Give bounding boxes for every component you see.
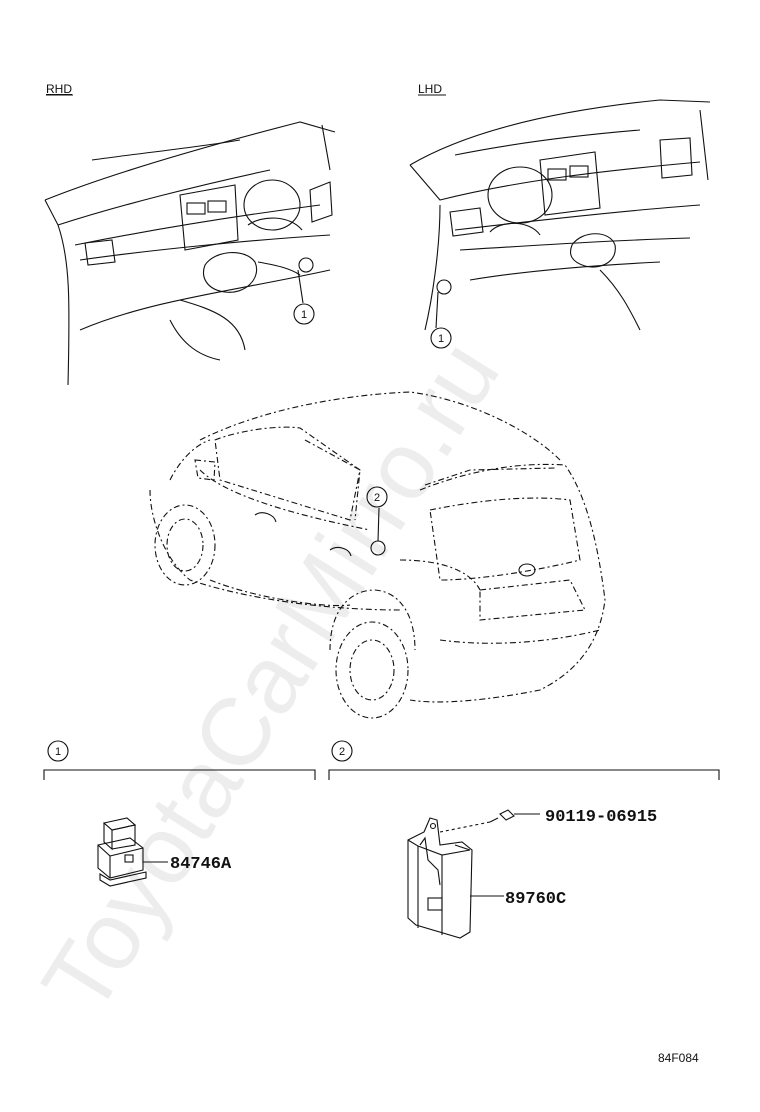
rhd-label: RHD (46, 82, 72, 96)
rhd-callout-1 (293, 303, 315, 325)
section-2-callout (331, 740, 353, 762)
watermark-text: ToyotaCarMirro.ru (22, 323, 520, 1031)
lhd-callout-1 (430, 327, 452, 349)
part-number-84746a: 84746A (170, 855, 232, 874)
lhd-label: LHD (418, 82, 442, 96)
rhd-callout-1-num: 1 (301, 309, 307, 321)
section-2-header: 2 (328, 740, 720, 780)
section-1-callout (47, 740, 69, 762)
section-2-callout-num: 2 (339, 746, 345, 758)
section-1-callout-num: 1 (55, 746, 61, 758)
figure-code: 84F084 (658, 1051, 699, 1065)
part-number-90119-06915: 90119-06915 (545, 808, 657, 827)
section-1-header: 1 (43, 740, 316, 780)
vehicle-callout-2 (366, 486, 388, 508)
vehicle-illustration: 2 (149, 391, 606, 719)
rhd-connector-mark (298, 257, 314, 273)
vehicle-callout-2-num: 2 (374, 492, 380, 504)
lhd-dashboard-illustration: 1 (409, 99, 711, 349)
lhd-callout-1-num: 1 (438, 333, 444, 345)
receiver-module-illustration (407, 817, 504, 939)
bolt-part-illustration (439, 809, 540, 833)
lhd-connector-mark (436, 279, 452, 295)
switch-part-illustration (97, 817, 168, 887)
part-number-89760c: 89760C (505, 890, 566, 909)
rhd-dashboard-illustration: 1 (44, 121, 336, 386)
